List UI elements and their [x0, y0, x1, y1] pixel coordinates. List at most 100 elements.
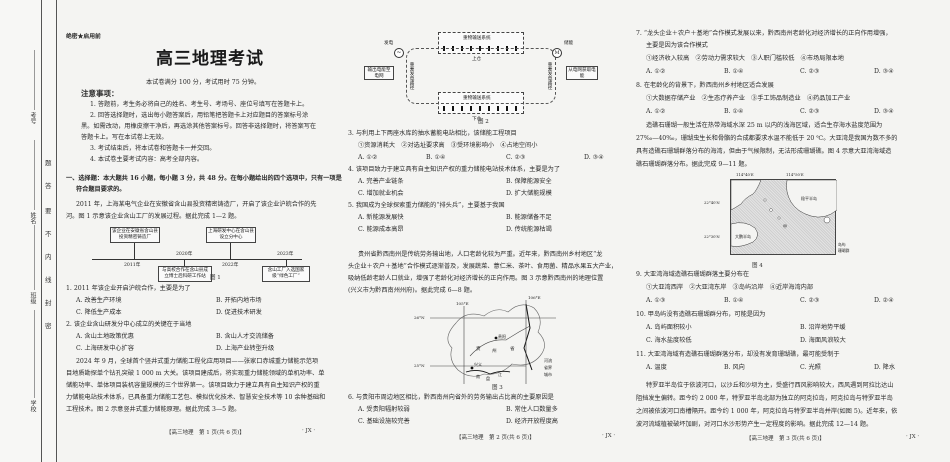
river-label: 江	[498, 372, 502, 377]
page-code: · JX ·	[906, 434, 920, 440]
coastline	[731, 180, 837, 247]
option-6a[interactable]: A. 受贵阳辐射较弱	[358, 406, 410, 413]
option-4b[interactable]: B. 保障能源安全	[506, 178, 552, 185]
figure-4-caption: 图 4	[752, 263, 763, 269]
question-3-items: ①资源消耗大 ②对选址要求高 ③受环境影响小 ④占地空间小	[358, 142, 538, 149]
seal-char: 密	[45, 322, 52, 330]
guizhou-map-outline	[430, 300, 556, 384]
binding-line	[41, 0, 42, 462]
lon-label: 105°E	[456, 301, 469, 306]
option-10d[interactable]: D. 海面风浪较大	[800, 337, 846, 344]
secrecy-label: 绝密★启用前	[66, 34, 101, 40]
option-7c[interactable]: C. ②③	[800, 68, 820, 75]
option-4c[interactable]: C. 增加就业机会	[358, 190, 404, 197]
output-grid-box: 输出电能至电网	[364, 66, 394, 80]
option-3a[interactable]: A. ①②	[358, 154, 378, 161]
option-3b[interactable]: B. ①④	[426, 154, 446, 161]
seal-char: 要	[45, 207, 52, 215]
option-9d[interactable]: D. ②④	[874, 297, 894, 304]
option-7a[interactable]: A. ①②	[646, 68, 666, 75]
notice-item: 黑。如需改动，用橡皮擦干净后，再选涂其他答案标号。回答非选择题时，将答案写在	[81, 123, 317, 130]
legend-river: 河流	[544, 358, 552, 363]
option-2b[interactable]: B. 含山人才交流储备	[216, 333, 274, 340]
passage-line: 力储能电站技术体系，已具备重力储能工艺包、模拟优化技术、智慧安全技术等 10 余…	[66, 394, 326, 401]
year-label: 2023年	[277, 252, 294, 257]
field-exam-number: 考号	[29, 112, 36, 124]
exam-subtitle: 本试卷满分 100 分，考试用时 75 分钟。	[146, 79, 261, 86]
option-7b[interactable]: B. ①④	[724, 68, 744, 75]
option-8b[interactable]: B. ①④	[724, 108, 744, 115]
passage-line: 波河流域植被破坏加剧，对河口水沙形势产生一定程度的影响。据此完成 12—14 题…	[636, 421, 873, 428]
option-10a[interactable]: A. 岛屿面积较小	[646, 324, 692, 331]
option-6b[interactable]: B. 常住人口数量多	[506, 406, 558, 413]
peninsula-label: 稔平半岛	[801, 196, 817, 201]
notice-item: 3. 考试结束后，将本试卷和答题卡一并交回。	[90, 145, 216, 152]
option-5d[interactable]: D. 传统能源枯竭	[506, 226, 552, 233]
page-3: 7. “龙头企业＋农户＋基地”合作模式发展以来，黔西南州老龄化对经济增长的正向作…	[634, 0, 939, 462]
seal-char: 内	[45, 253, 52, 261]
generate-label: 发电	[384, 41, 394, 46]
notice-item: 答题卡上。写在本试卷上无效。	[81, 134, 168, 141]
option-9c[interactable]: C. ②③	[800, 297, 820, 304]
passage-line: 特罗亚半岛位于依波河口，以沙丘和沙坝为主，受盛行西风影响较大，西风遇到阿拉比达山	[646, 382, 894, 389]
option-2c[interactable]: C. 上海研发中心扩容	[76, 345, 134, 352]
passage-line: 2011 年，上海某电气企业在安徽省含山县投资精密铸造厂，开启了该企业沪皖合作的…	[76, 201, 317, 208]
passage-line: 吸纳低龄老龄人口就业，增强了老龄化对经济增长的正向作用。图 3 示意黔西南州的地…	[348, 275, 604, 282]
option-2a[interactable]: A. 含山土地政策优惠	[76, 333, 134, 340]
question-7-items: ①经济收入较高 ②劳动力需求较大 ③人职门槛较低 ④市场局限本地	[646, 55, 844, 62]
lat-label: 22°40′N	[704, 200, 720, 205]
passage-line: 礁石珊瑚群落分布。据此完成 9—11 题。	[636, 161, 751, 168]
option-11a[interactable]: A. 温度	[646, 364, 667, 371]
option-8c[interactable]: C. ②③	[800, 108, 820, 115]
option-2d[interactable]: D. 上海产业转型升级	[216, 345, 275, 352]
timeline-box: 上海研发中心在含山县设立分中心	[206, 227, 256, 243]
question-9-stem: 9. 大亚湾海域造礁石珊瑚群落主要分布在	[636, 271, 750, 278]
river-label: 盘	[486, 376, 490, 381]
option-5b[interactable]: B. 能源储备不足	[506, 214, 552, 221]
option-1d[interactable]: D. 促进技术研发	[216, 309, 262, 316]
question-3-stem: 3. 与利用上下两座水库的抽水蓄能电站相比，该储能工程项目	[348, 130, 517, 137]
option-1a[interactable]: A. 改善生产环境	[76, 297, 122, 304]
question-4-stem: 4. 该项目致力于建立具有自主知识产权的重力储能电站技术体系，主要是为了	[348, 166, 561, 173]
option-4a[interactable]: A. 完善产业链条	[358, 178, 404, 185]
option-10b[interactable]: B. 沿岸地势平缓	[800, 324, 846, 331]
timeline-tick	[230, 243, 231, 259]
option-3d[interactable]: D. ③④	[584, 154, 604, 161]
seal-char: 答	[45, 182, 52, 190]
question-1-stem: 1. 2011 年该企业开启沪皖合作，主要是为了	[66, 285, 191, 292]
motor-icon: M	[552, 48, 562, 58]
option-11b[interactable]: B. 风向	[724, 364, 745, 371]
option-5c[interactable]: C. 能源成本高昂	[358, 226, 404, 233]
option-1b[interactable]: B. 开拓内地市场	[216, 297, 262, 304]
passage-line: 27‰—40‰，珊瑚虫生长和骨骼的合成都要求水温不能低于 20 ℃。大亚湾是我国…	[636, 135, 898, 142]
option-3c[interactable]: C. ②③	[506, 154, 526, 161]
option-8a[interactable]: A. ①②	[646, 108, 666, 115]
option-11c[interactable]: C. 光照	[800, 364, 821, 371]
passage-line: 之间被依波河口南槽隔开。距今约 1 000 年，阿克拉岛与特罗亚半岛并岸(如图 …	[636, 408, 898, 415]
exam-number-line	[34, 50, 35, 110]
option-4d[interactable]: D. 扩大储能规模	[506, 190, 552, 197]
legend-island: 岛屿	[838, 242, 846, 247]
right-path-label: 重差发电路径	[547, 62, 552, 90]
figure-3-caption: 图 3	[492, 385, 503, 391]
island-jia-label: 甲	[783, 224, 787, 229]
seal-char: 不	[45, 230, 52, 238]
option-7d[interactable]: D. ③④	[874, 68, 894, 75]
option-1c[interactable]: C. 降低生产成本	[76, 309, 122, 316]
passage-line: 河。图 1 示意该企业含山工厂的发展过程。据此完成 1—2 题。	[66, 213, 241, 220]
option-6c[interactable]: C. 基础设施较完善	[358, 418, 410, 425]
field-class: 班级	[29, 292, 36, 304]
option-8d[interactable]: D. ③④	[874, 108, 894, 115]
passage-line: 储能功率、单体项目装机容量规模的三个世界第一。该项目致力于建立具有自主知识产权的…	[66, 382, 320, 389]
timeline-axis	[92, 259, 302, 260]
passage-line: (兴义市为黔西南州州府)。据此完成 6—8 题。	[348, 287, 477, 294]
option-10c[interactable]: C. 海水盐度较低	[646, 337, 692, 344]
option-6d[interactable]: D. 经济开放程度高	[506, 418, 558, 425]
option-5a[interactable]: A. 新能源发展快	[358, 214, 404, 221]
option-9a[interactable]: A. ①③	[646, 297, 666, 304]
lat-label: 26°N	[414, 315, 425, 320]
question-6-stem: 6. 与贵阳市周边地区相比，黔西南州向省外的劳务输出占比高的主要原因是	[348, 394, 554, 401]
lon-label: 114°40′E	[736, 172, 754, 177]
option-9b[interactable]: B. ①④	[724, 297, 744, 304]
option-11d[interactable]: D. 降水	[874, 364, 896, 371]
